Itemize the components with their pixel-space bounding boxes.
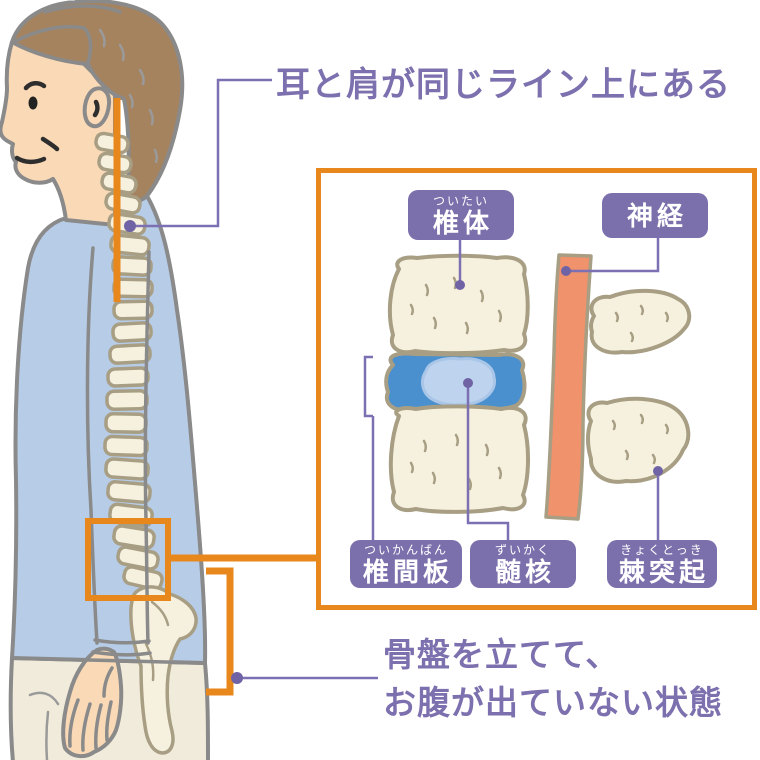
furigana-nucleus: ずいかく (494, 542, 551, 557)
caption-pelvis-line2: お腹が出ていない状態 (383, 684, 723, 721)
nerve-band (544, 253, 593, 521)
furigana-disc: ついかんばん (363, 542, 448, 557)
bottom-connector-dot-icon (231, 672, 243, 684)
caption-pelvis-line1: 骨盤を立てて、 (383, 636, 620, 673)
caption-ear-shoulder: 耳と肩が同じライン上にある (276, 66, 731, 104)
nucleus-pulposus-shape (421, 357, 497, 407)
label-line-nucleus (466, 383, 510, 540)
furigana-spinous-process: きょくとっき (620, 542, 704, 557)
inset-anatomy-drawing (363, 238, 692, 540)
connector-dot-icon (455, 280, 465, 290)
ear (82, 86, 112, 129)
label-vertebral-body: 椎体 (432, 207, 493, 238)
label-spinous-process: 棘突起 (618, 556, 709, 587)
label-line-nerve (569, 238, 660, 273)
finger-line (81, 702, 92, 752)
cuff-line (91, 650, 152, 657)
pelvis-bracket (206, 567, 234, 696)
thumb-line (102, 666, 114, 698)
mouth (14, 155, 47, 165)
top-connector-dot-icon (124, 220, 136, 232)
connector-dot-icon (463, 378, 473, 388)
label-nerve: 神経 (626, 200, 687, 231)
connector-dot-icon (561, 266, 571, 276)
spinous-process-upper (588, 288, 692, 355)
ear-inner-line (92, 99, 100, 118)
label-chip-nerve: 神経 (602, 193, 708, 238)
finger-line (94, 703, 103, 750)
vertebral-body-upper (387, 253, 530, 356)
label-nucleus: 髄核 (494, 556, 555, 587)
label-chip-disc: ついかんばん 椎間板 (350, 540, 462, 588)
spinous-process-lower (586, 396, 691, 484)
finger-line (105, 700, 113, 742)
eyebrow (23, 81, 47, 91)
connector-dot-icon (653, 466, 663, 476)
eye (28, 96, 38, 110)
cheek-line (40, 136, 60, 152)
label-chip-spinous-process: きょくとっき 棘突起 (607, 540, 717, 588)
top-caption-connector-line (130, 78, 272, 228)
shirt-hem (10, 656, 207, 665)
hair (10, 0, 185, 204)
vertebral-body-lower (388, 404, 531, 514)
spine (94, 131, 198, 755)
furigana-vertebral-body: ついたい (432, 193, 489, 208)
inset-anatomy-panel: ついたい 椎体 神経 ついかんばん 椎間板 ずいかく 髄核 きょくとっき 棘突起 (316, 168, 757, 610)
caption-pelvis: 骨盤を立てて、 お腹が出ていない状態 (383, 631, 723, 727)
label-chip-vertebral-body: ついたい 椎体 (408, 190, 514, 240)
label-disc: 椎間板 (362, 556, 453, 587)
cuff-line (93, 638, 151, 645)
label-chip-nucleus: ずいかく 髄核 (470, 540, 576, 588)
finger-line (68, 698, 80, 748)
disc-height-bracket (363, 355, 373, 418)
hand (61, 646, 124, 759)
intervertebral-disc-shape (384, 351, 527, 415)
